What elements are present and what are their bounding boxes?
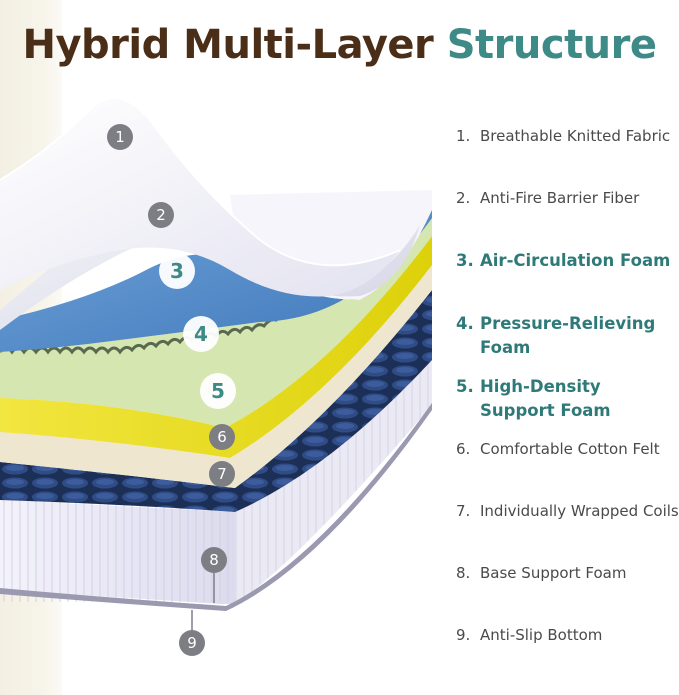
- legend-number: 9.: [456, 626, 471, 644]
- badge-3: 3: [159, 253, 195, 289]
- legend-label: Air-Circulation Foam: [480, 251, 671, 270]
- legend-item-6: 6. Comfortable Cotton Felt: [456, 439, 679, 460]
- legend-number: 3.: [456, 251, 474, 270]
- legend-item-4: 4. Pressure-Relieving Foam: [456, 312, 679, 360]
- badge-2: 2: [148, 202, 174, 228]
- legend-label: Anti-Fire Barrier Fiber: [480, 189, 640, 207]
- badge-7: 7: [209, 461, 235, 487]
- legend-item-2: 2. Anti-Fire Barrier Fiber: [456, 188, 679, 209]
- legend-number: 1.: [456, 127, 471, 145]
- legend-label: Anti-Slip Bottom: [480, 626, 603, 644]
- svg-text:1: 1: [115, 128, 125, 146]
- pressure-relieving-foam-layer: [0, 212, 432, 428]
- knitted-fabric-sheet: [0, 97, 400, 297]
- mattress-side-stitching: [0, 498, 235, 602]
- svg-text:8: 8: [209, 551, 219, 569]
- legend-label: Pressure-Relieving Foam: [480, 314, 656, 357]
- svg-text:7: 7: [217, 465, 227, 483]
- badge-8: 8: [201, 547, 227, 573]
- legend-item-9: 9. Anti-Slip Bottom: [456, 625, 679, 646]
- svg-text:6: 6: [217, 428, 227, 446]
- cotton-felt-layer: [0, 265, 432, 488]
- legend-item-8: 8. Base Support Foam: [456, 563, 679, 584]
- legend-item-5: 5. High-Density Support Foam: [456, 375, 679, 423]
- title-part-1: Hybrid Multi-Layer: [22, 22, 434, 68]
- legend-number: 7.: [456, 502, 471, 520]
- legend-item-3: 3. Air-Circulation Foam: [456, 249, 679, 273]
- title-part-2: Structure: [446, 22, 657, 68]
- svg-text:9: 9: [187, 634, 197, 652]
- legend-label: Base Support Foam: [480, 564, 627, 582]
- legend-number: 5.: [456, 377, 474, 396]
- legend-number: 4.: [456, 314, 474, 333]
- legend-number: 6.: [456, 440, 471, 458]
- legend-label: Comfortable Cotton Felt: [480, 440, 660, 458]
- svg-text:3: 3: [170, 259, 184, 283]
- high-density-foam-layer: [0, 236, 432, 458]
- badge-9: 9: [179, 630, 205, 656]
- legend-label: Breathable Knitted Fabric: [480, 127, 671, 145]
- legend-item-7: 7. Individually Wrapped Coils: [456, 501, 679, 522]
- legend-item-1: 1. Breathable Knitted Fabric: [456, 126, 679, 147]
- air-circulation-foam-layer: [0, 205, 432, 352]
- badge-4: 4: [183, 316, 219, 352]
- knitted-fabric-edge: [0, 96, 401, 267]
- coil-layer: [0, 290, 432, 512]
- badge-6: 6: [209, 424, 235, 450]
- legend-label: Individually Wrapped Coils: [480, 502, 679, 520]
- page-title: Hybrid Multi-Layer Structure: [0, 22, 679, 68]
- legend-number: 2.: [456, 189, 471, 207]
- badge-5: 5: [200, 373, 236, 409]
- legend-number: 8.: [456, 564, 471, 582]
- badge-1: 1: [107, 124, 133, 150]
- legend-label: High-Density Support Foam: [480, 377, 611, 420]
- svg-text:4: 4: [194, 322, 208, 346]
- svg-text:2: 2: [156, 206, 166, 224]
- svg-text:5: 5: [211, 379, 225, 403]
